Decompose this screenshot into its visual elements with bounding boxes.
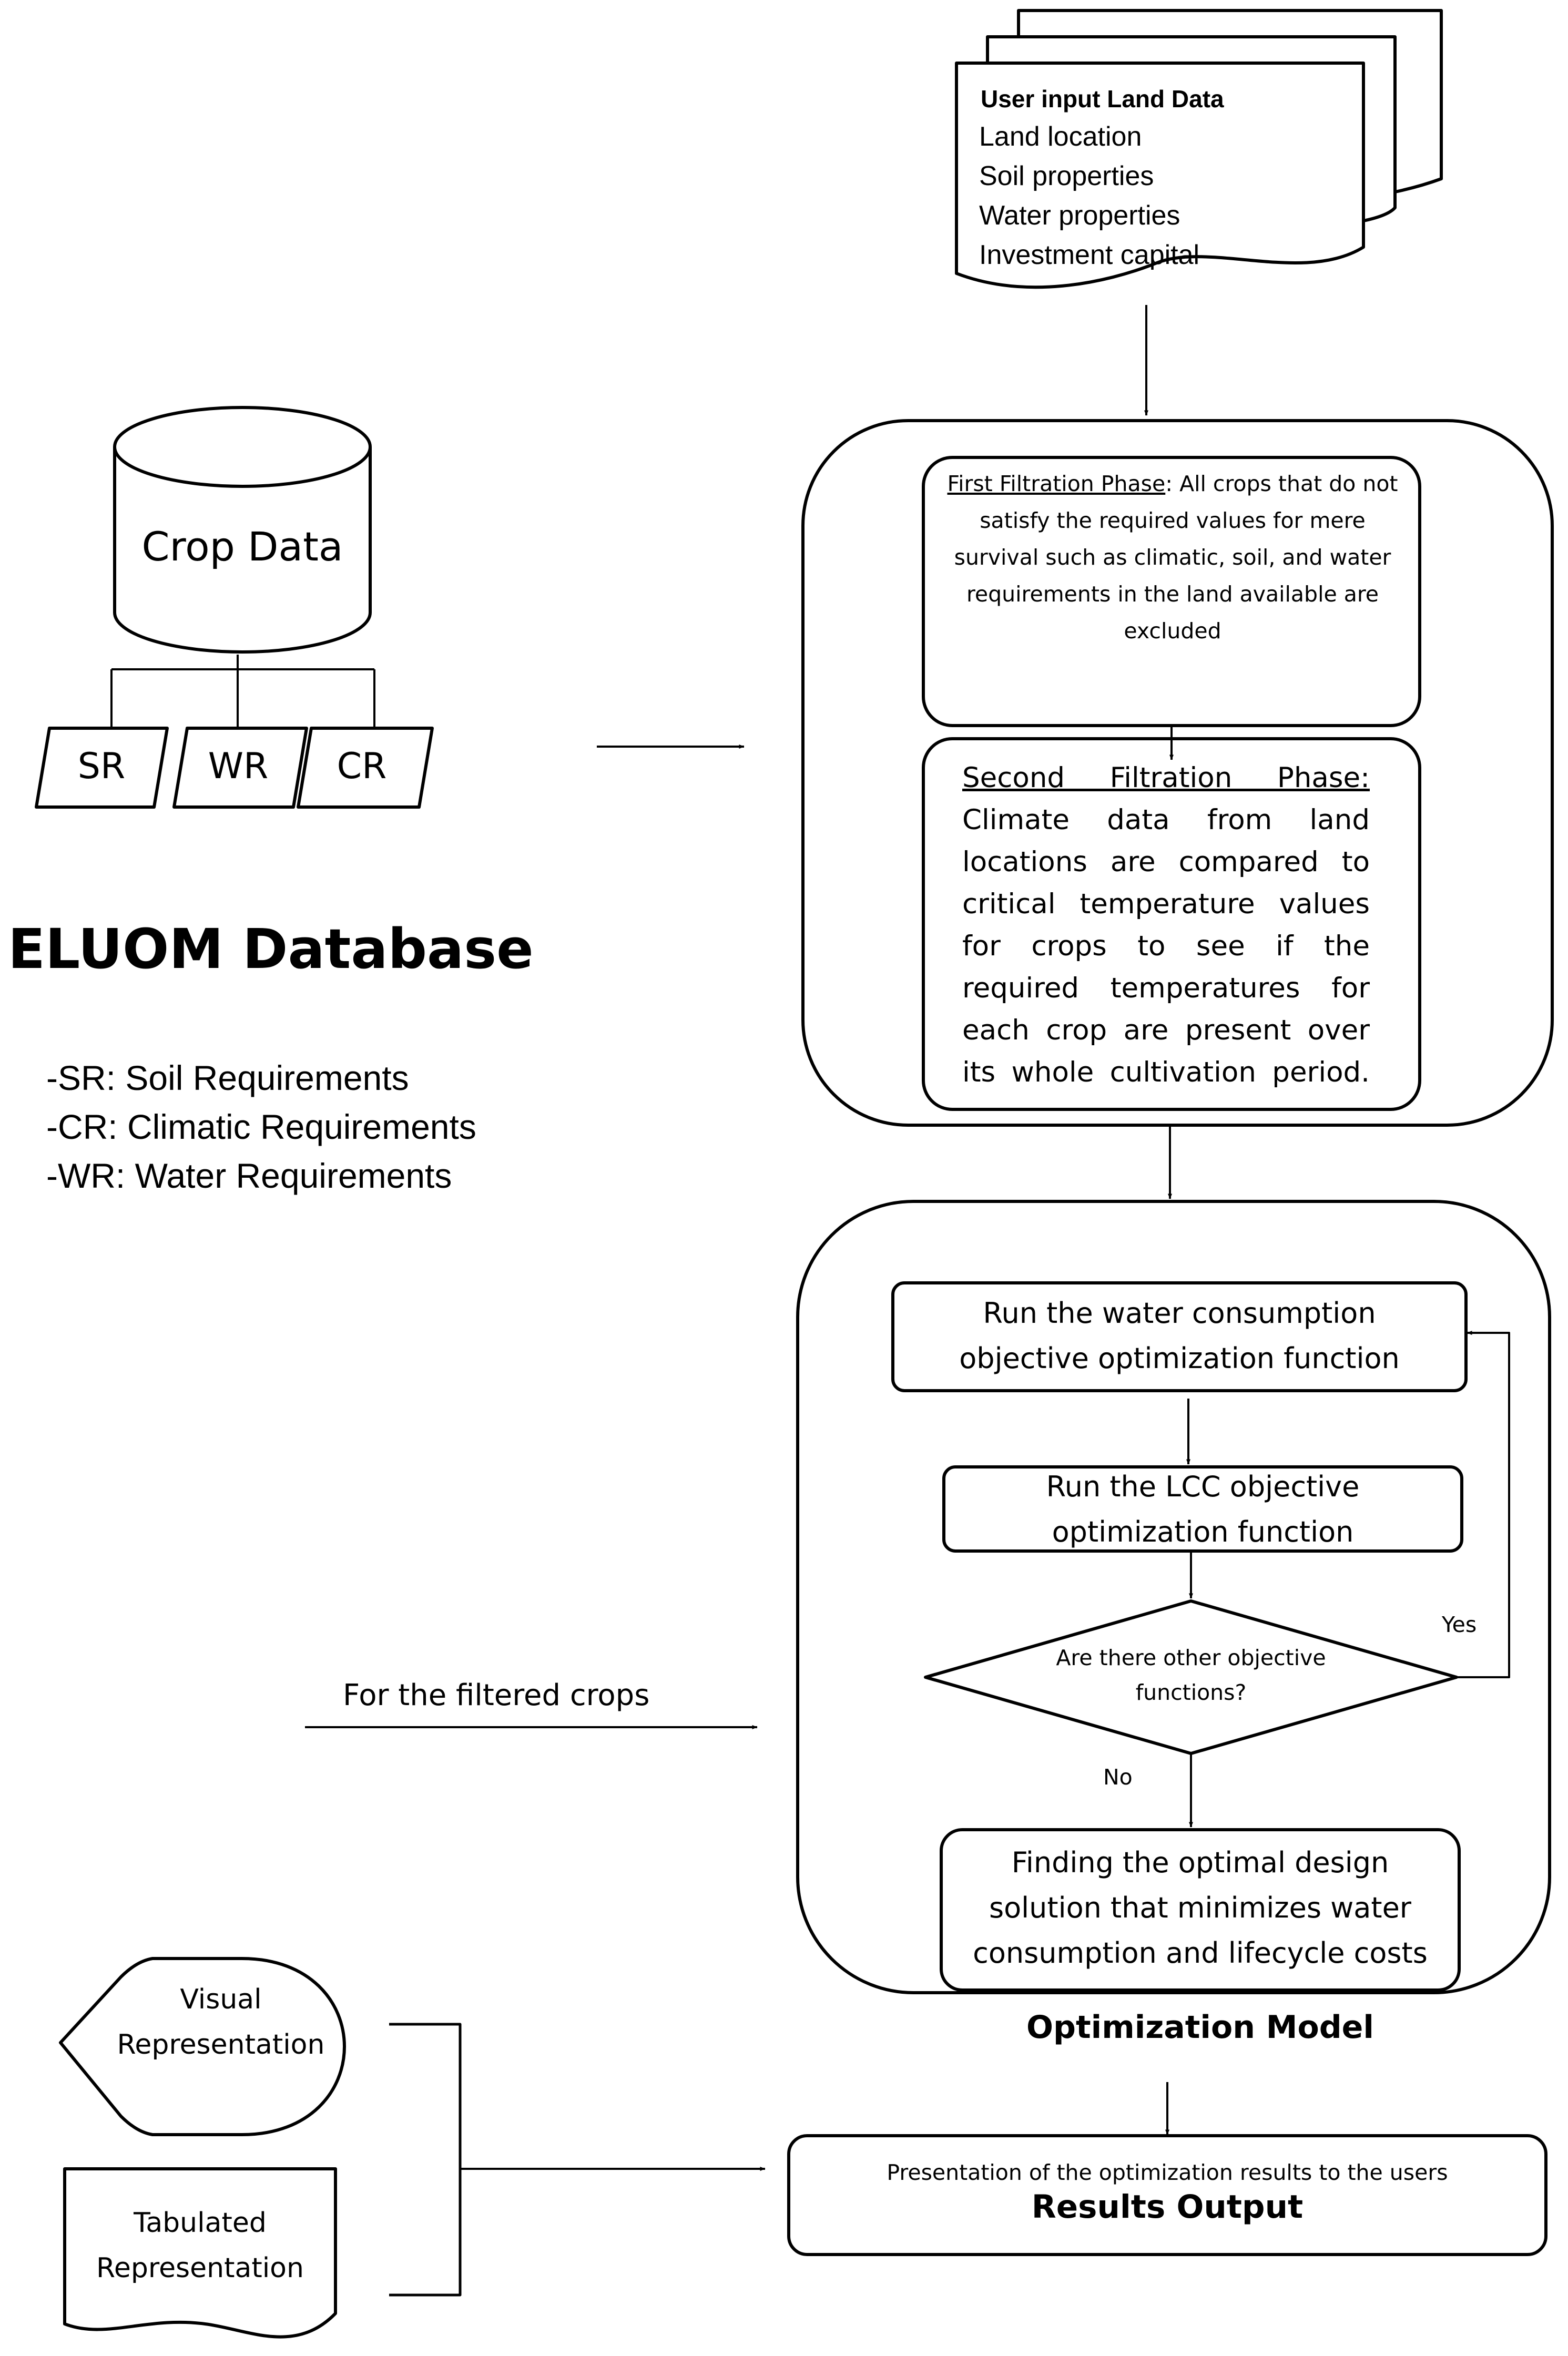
lcc-step-box <box>942 1465 1463 1553</box>
sr-parallelogram <box>35 727 169 809</box>
tabulated-representation-text: Tabulated Representation <box>96 2207 304 2284</box>
user-input-item-3: Water properties <box>979 200 1180 231</box>
legend-cr: -CR: Climatic Requirements <box>46 1107 476 1146</box>
final-step-text: Finding the optimal design solution that… <box>973 1846 1428 1970</box>
crop-data-cylinder <box>113 406 372 654</box>
second-filtration-line-5: required temperatures for <box>962 972 1370 1004</box>
second-filtration-line-2: locations are compared to <box>962 846 1370 878</box>
output-bracket <box>389 2023 462 2297</box>
visual-representation-text: Visual Representation <box>117 1984 325 2061</box>
first-filtration-text: First Filtration Phase: All crops that d… <box>946 465 1399 649</box>
water-step-box <box>891 1281 1468 1392</box>
water-step-text: Run the water consumption objective opti… <box>959 1297 1400 1375</box>
filtered-crops-label: For the filtered crops <box>343 1678 650 1712</box>
sr-label: SR <box>77 746 126 787</box>
wr-label: WR <box>208 746 269 787</box>
results-box <box>787 2134 1547 2256</box>
lcc-step-text: Run the LCC objective optimization funct… <box>1046 1470 1360 1548</box>
user-input-item-1: Land location <box>979 121 1142 152</box>
optimization-container <box>796 1200 1551 1994</box>
user-input-document-stack <box>955 9 1443 289</box>
filtration-container <box>801 419 1554 1127</box>
results-title: Results Output <box>1031 2188 1304 2226</box>
first-filtration-body: : All crops that do not satisfy the requ… <box>954 471 1398 644</box>
yes-label: Yes <box>1442 1612 1477 1637</box>
database-title: ELUOM Database <box>8 917 534 981</box>
crop-data-label: Crop Data <box>141 523 343 570</box>
wr-parallelogram <box>172 727 308 809</box>
yes-loop-arrow <box>1457 1331 1510 1678</box>
user-input-item-2: Soil properties <box>979 161 1154 191</box>
visual-representation-shape <box>59 1957 346 2136</box>
results-subtitle: Presentation of the optimization results… <box>887 2160 1448 2185</box>
second-filtration-line-7: its whole cultivation period. <box>962 1056 1370 1088</box>
final-step-box <box>940 1828 1461 1992</box>
second-filtration-line-1: Climate data from land <box>962 804 1370 836</box>
user-input-title: User input Land Data <box>981 85 1224 113</box>
first-filtration-heading: First Filtration Phase <box>947 471 1166 496</box>
first-filtration-box <box>922 456 1421 727</box>
optimization-caption: Optimization Model <box>1026 2009 1374 2046</box>
no-label: No <box>1103 1765 1133 1790</box>
user-input-item-4: Investment capital <box>979 240 1200 270</box>
second-filtration-line-6: each crop are present over <box>962 1014 1370 1046</box>
second-filtration-box <box>922 737 1421 1111</box>
cr-label: CR <box>337 746 387 787</box>
decision-text: Are there other objective functions? <box>1056 1645 1326 1705</box>
legend-wr: -WR: Water Requirements <box>46 1156 452 1195</box>
second-filtration-heading: Second Filtration Phase: <box>962 762 1370 794</box>
second-filtration-line-4: for crops to see if the <box>962 930 1370 962</box>
tabulated-representation-shape <box>63 2167 337 2339</box>
second-filtration-line-3: critical temperature values <box>962 888 1370 920</box>
legend-sr: -SR: Soil Requirements <box>46 1058 409 1097</box>
cr-parallelogram <box>297 727 434 809</box>
